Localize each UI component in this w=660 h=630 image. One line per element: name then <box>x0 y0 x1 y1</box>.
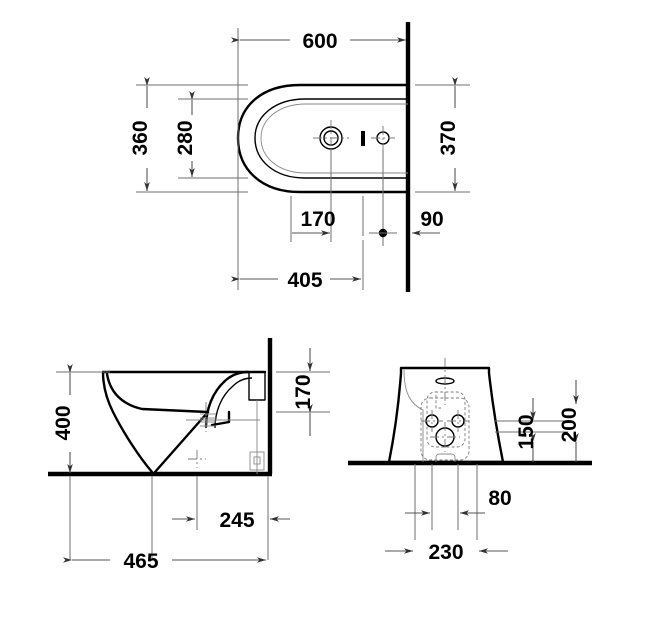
dimension-405-label: 405 <box>287 269 322 292</box>
dimension-230-label: 230 <box>428 541 463 564</box>
side-view-bracket-foot-inner <box>253 456 261 465</box>
dimension-280: 280 <box>174 91 197 177</box>
dimension-245: 245 <box>172 509 290 532</box>
rear-view-base-notch <box>435 453 456 462</box>
dimension-150-label: 150 <box>515 414 538 449</box>
side-view-bowl-inner-curve <box>105 372 210 414</box>
dimension-280-label: 280 <box>174 120 197 155</box>
dimension-405: 405 <box>231 269 361 292</box>
side-view-outlet-ledge <box>210 410 231 427</box>
dimension-600-label: 600 <box>302 30 337 53</box>
side-view-bracket-foot <box>249 451 265 471</box>
dimension-465-label: 465 <box>123 550 158 573</box>
dimension-400-label: 400 <box>52 405 75 440</box>
dimension-400: 400 <box>52 364 75 473</box>
dimension-170-side: 170 <box>292 348 315 436</box>
side-view-front-profile <box>101 370 154 474</box>
dimension-80-label: 80 <box>488 487 511 510</box>
side-view-bowl-rear-curve-inner <box>214 377 253 429</box>
dimension-80: 80 <box>405 487 512 516</box>
rear-view-fitting-bracket <box>435 395 441 409</box>
dimension-200-label: 200 <box>558 407 581 442</box>
dimension-90: 90 <box>412 208 444 236</box>
rear-view: 150 200 80 230 <box>348 358 592 564</box>
rear-view-shoulder-curve <box>403 369 424 462</box>
dimension-230: 230 <box>385 541 508 564</box>
dimension-90-label: 90 <box>420 208 443 231</box>
side-view: 400 170 245 465 <box>48 338 330 573</box>
rear-view-body-outline <box>387 366 505 464</box>
dimension-360-label: 360 <box>129 120 152 155</box>
dimension-150: 150 <box>515 398 538 462</box>
dimension-200: 200 <box>558 380 581 462</box>
rear-view-recess-inner <box>426 391 466 448</box>
dimension-465: 465 <box>63 550 266 573</box>
dimension-170-side-label: 170 <box>292 374 315 409</box>
dimension-370-label: 370 <box>437 120 460 155</box>
dimension-170-top: 170 <box>292 208 336 236</box>
top-view-tap-slot <box>361 131 365 146</box>
dimension-370: 370 <box>437 77 460 191</box>
side-view-rear-leg <box>153 410 210 474</box>
top-view-bowl-outline <box>254 98 408 179</box>
rear-view-recess-outline <box>420 397 470 461</box>
top-view: 600 360 280 370 170 <box>129 22 470 292</box>
side-view-bowl-rear-curve <box>204 370 250 429</box>
dimension-245-label: 245 <box>219 509 254 532</box>
dimension-170-label: 170 <box>300 208 335 231</box>
top-view-bowl-inner-line <box>260 103 408 174</box>
dimension-360: 360 <box>129 77 152 191</box>
dimension-600: 600 <box>231 30 406 53</box>
